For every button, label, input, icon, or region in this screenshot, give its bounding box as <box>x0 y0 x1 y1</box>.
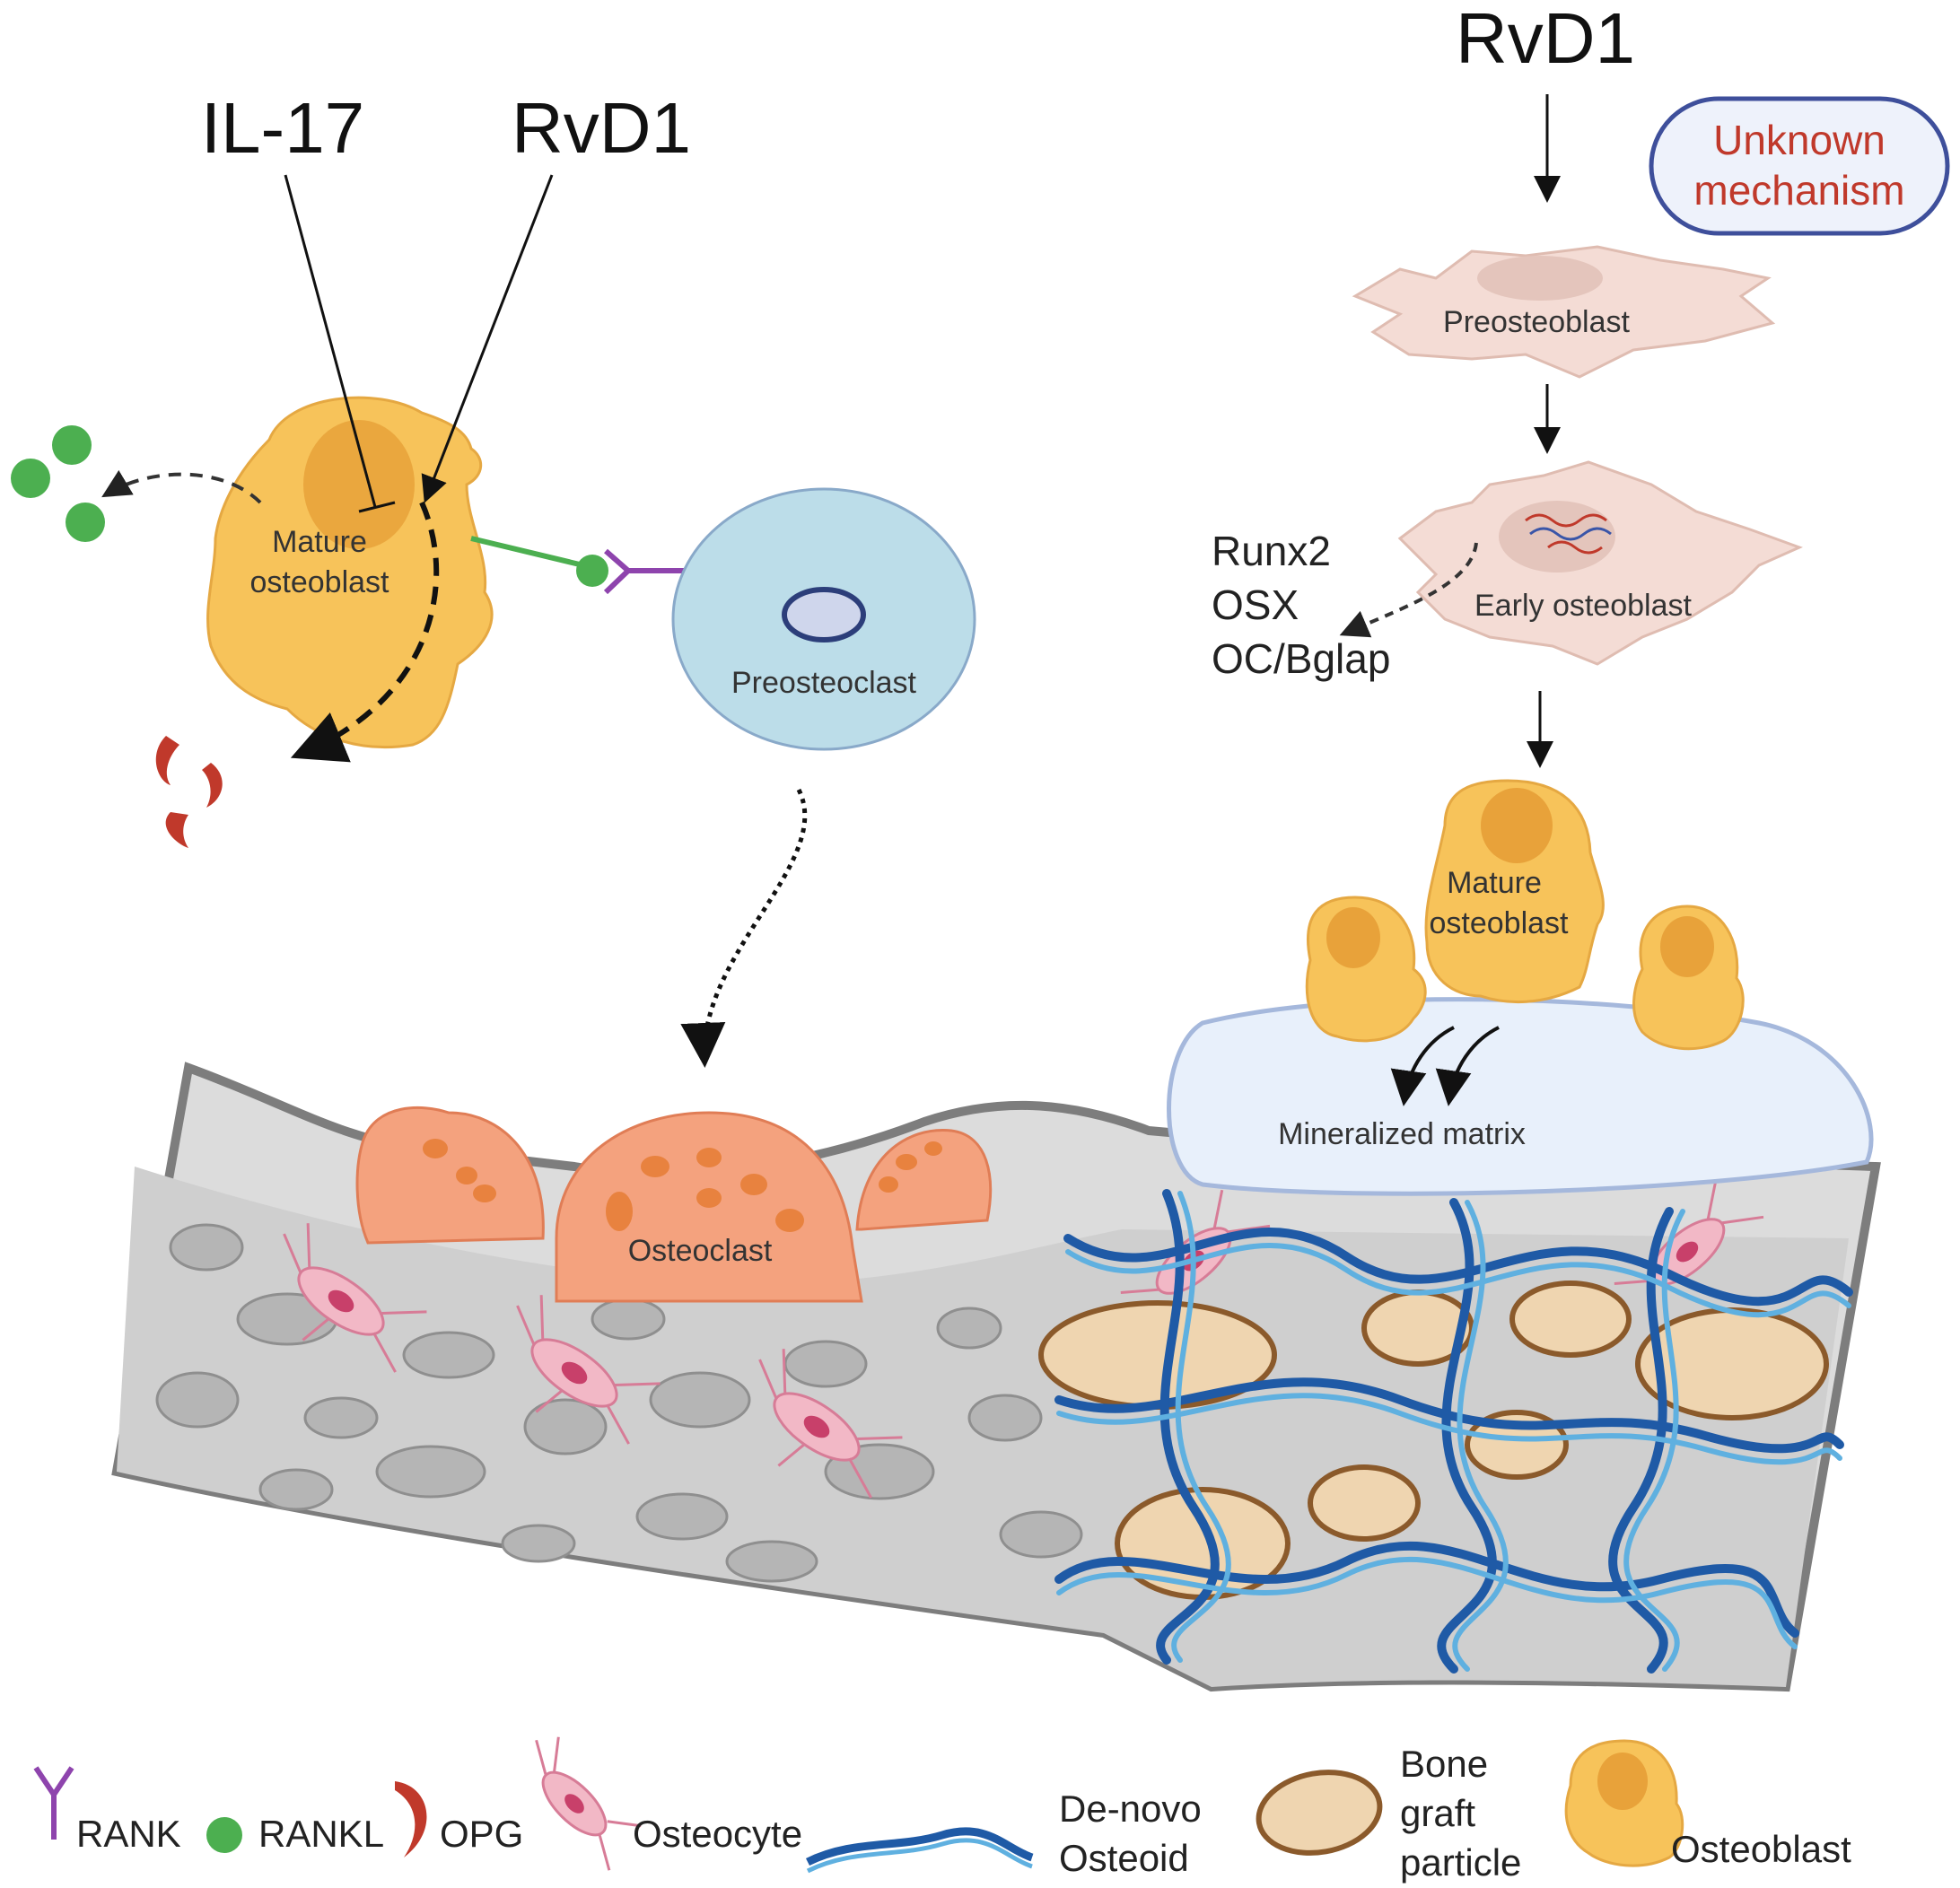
unknown-mechanism-label-1: Unknown <box>1713 117 1886 163</box>
osteoid-network <box>1054 1189 1853 1674</box>
opg-molecules <box>155 736 223 848</box>
legend-osteoid-label-1: De-novo <box>1059 1787 1202 1830</box>
mineralized-matrix: Mineralized matrix <box>1167 997 1874 1196</box>
rvd1-right-label: RvD1 <box>1456 0 1635 78</box>
early-osteoblast-cell: Early osteoblast <box>1397 460 1804 666</box>
unknown-mechanism-label-2: mechanism <box>1693 167 1904 214</box>
mature-osteoblast-right-group: Mature osteoblast <box>1305 779 1745 1051</box>
legend-graft-label-3: particle <box>1400 1841 1521 1884</box>
svg-text:RvD1: RvD1 <box>512 88 691 168</box>
preosteoblast-label: Preosteoblast <box>1443 305 1630 339</box>
legend-rank-label: RANK <box>76 1813 181 1855</box>
osteoclast-label: Osteoclast <box>628 1234 773 1268</box>
preosteoblast-cell: Preosteoblast <box>1352 245 1776 379</box>
legend-graft-label-2: graft <box>1400 1792 1475 1834</box>
legend-osteoid-label-2: Osteoid <box>1059 1837 1189 1879</box>
unknown-mechanism-box: Unknown mechanism <box>1649 96 1950 236</box>
osteocyte-cell <box>758 1349 903 1499</box>
early-osteoblast-label: Early osteoblast <box>1474 589 1692 623</box>
legend: RANK RANKL OPG Osteocyte De-novo Osteoid… <box>33 1736 1851 1884</box>
gene-runx2: Runx2 <box>1212 528 1331 574</box>
il17-label: IL-17 <box>201 88 364 168</box>
legend-osteoblast-label: Osteoblast <box>1671 1828 1851 1870</box>
osteocyte-cell <box>283 1223 427 1373</box>
legend-osteoblast: Osteoblast <box>1564 1739 1851 1870</box>
legend-graft: Bone graft particle <box>1256 1743 1521 1884</box>
legend-rank: RANK <box>33 1766 181 1855</box>
rankl-molecules <box>11 425 105 542</box>
svg-text:IL-17: IL-17 <box>201 88 364 168</box>
mature-osteoblast-left-label-1: Mature <box>272 525 367 559</box>
il17-inhibition-line <box>284 174 396 513</box>
gene-expression-arrow <box>1339 542 1478 638</box>
legend-osteocyte: Osteocyte <box>535 1736 802 1871</box>
rank-rankl-binding <box>470 536 691 595</box>
mature-osteoblast-right-label-1: Mature <box>1447 866 1542 900</box>
osteocyte-group <box>283 1180 1764 1499</box>
opg-release-arrow <box>290 501 440 763</box>
legend-osteocyte-label: Osteocyte <box>633 1813 802 1855</box>
mature-osteoblast-left-label-2: osteoblast <box>250 565 390 599</box>
svg-text:RvD1: RvD1 <box>1456 0 1635 78</box>
preosteoclast-cell: Preosteoclast <box>671 487 976 751</box>
legend-rankl: RANKL <box>206 1813 384 1855</box>
mineralized-matrix-label: Mineralized matrix <box>1278 1117 1526 1151</box>
mature-osteoblast-right-label-2: osteoblast <box>1430 906 1570 940</box>
legend-graft-label-1: Bone <box>1400 1743 1488 1785</box>
graft-particles <box>1038 1281 1829 1600</box>
osteoclast-group: Osteoclast <box>355 1106 993 1303</box>
rvd1-activation-arrow <box>421 174 554 503</box>
osteocyte-cell <box>516 1295 661 1445</box>
legend-opg: OPG <box>395 1781 523 1857</box>
mature-osteoblast-left: Mature osteoblast <box>206 396 494 749</box>
preosteoclast-to-osteoclast-arrow <box>680 788 808 1068</box>
preosteoclast-label: Preosteoclast <box>731 666 917 700</box>
rvd1-left-label: RvD1 <box>512 88 691 168</box>
legend-rankl-label: RANKL <box>258 1813 384 1855</box>
legend-opg-label: OPG <box>440 1813 523 1855</box>
gene-oc-bglap: OC/Bglap <box>1212 635 1390 682</box>
gene-list: Runx2 OSX OC/Bglap <box>1212 528 1390 682</box>
legend-osteoid: De-novo Osteoid <box>805 1787 1202 1879</box>
gene-osx: OSX <box>1212 581 1299 628</box>
